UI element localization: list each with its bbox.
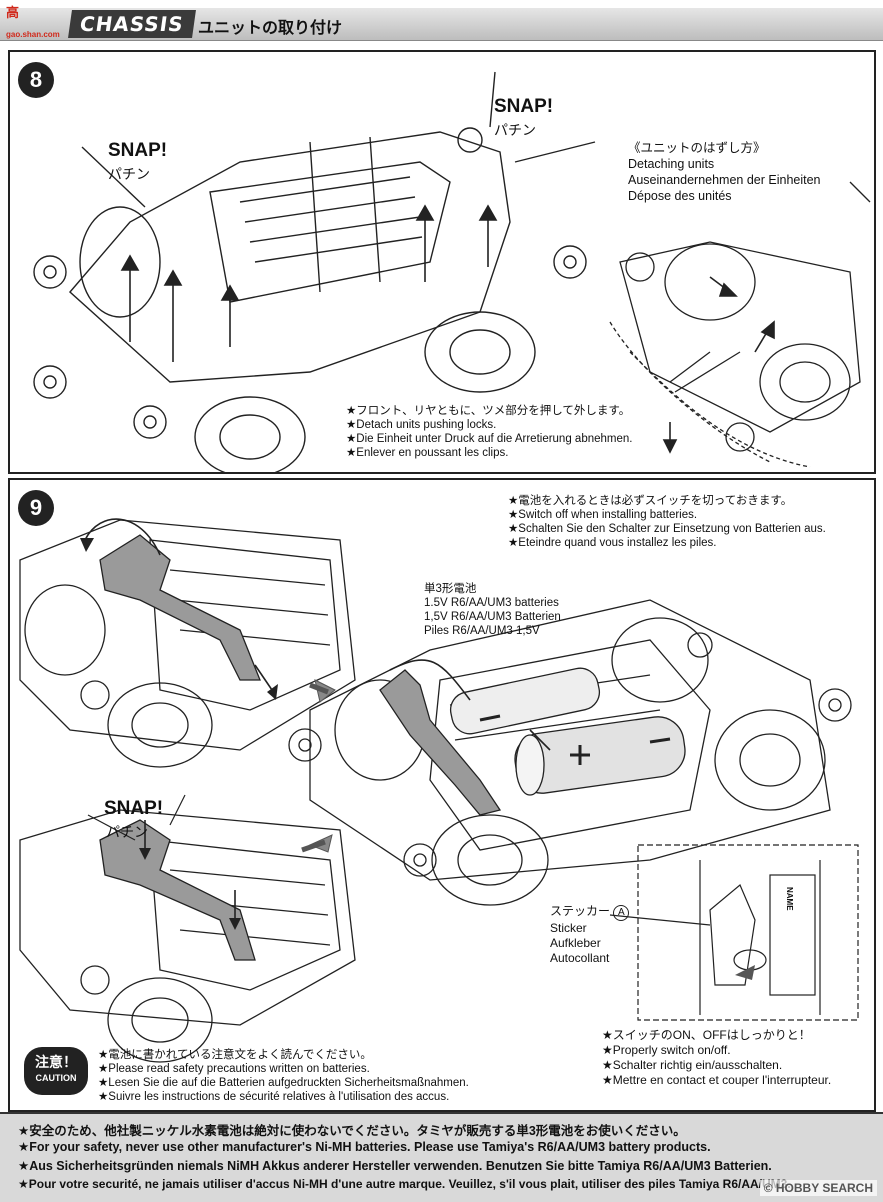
battery-spec: 単3形電池 1.5V R6/AA/UM3 batteries 1,5V R6/A… — [424, 582, 561, 638]
footer-line-fr: ★Pour votre securité, ne jamais utiliser… — [18, 1177, 791, 1191]
switch-off-instructions: ★電池を入れるときは必ずスイッチを切っておきます。 ★Switch off wh… — [508, 494, 826, 550]
sticker-label-de: Aufkleber — [550, 936, 601, 950]
site-logo: 高 — [6, 6, 20, 21]
battery-spec-jp: 単3形電池 — [424, 583, 477, 595]
snap-jp-label-step9: パチン — [106, 824, 148, 840]
switch-note-jp: ★スイッチのON、OFFはしっかりと！ — [602, 1028, 811, 1042]
step-9-battery-illustration — [19, 518, 859, 1063]
caution-badge-jp: 注意！ — [35, 1054, 77, 1070]
caution-line-de: ★Lesen Sie die auf die Batterien aufgedr… — [98, 1077, 469, 1089]
detach-heading-de: Auseinandernehmen der Einheiten — [628, 173, 821, 187]
footer-line-jp: ★安全のため、他社製ニッケル水素電池は絶対に使わないでください。タミヤが販売する… — [18, 1124, 686, 1138]
page-header: 高 gao.shan.com CHASSIS ユニットの取り付け — [0, 0, 883, 48]
detach-note-en: ★Detach units pushing locks. — [346, 419, 497, 431]
detach-heading-jp: 《ユニットのはずし方》 — [628, 141, 766, 155]
caution-line-fr: ★Suivre les instructions de sécurité rel… — [98, 1091, 450, 1103]
snap-label-step9: SNAP! — [104, 798, 164, 819]
switch-off-note-en: ★Switch off when installing batteries. — [508, 509, 698, 521]
sticker-label-fr: Autocollant — [550, 951, 610, 965]
battery-spec-de: 1,5V R6/AA/UM3 Batterien — [424, 611, 561, 623]
switch-note-fr: ★Mettre en contact et couper l'interrupt… — [602, 1073, 832, 1087]
watermark: © HOBBY SEARCH — [759, 1180, 877, 1196]
detach-heading-en: Detaching units — [628, 157, 715, 171]
chassis-title: CHASSIS — [68, 10, 196, 38]
footer-line-en: ★For your safety, never use other manufa… — [18, 1140, 711, 1154]
caution-badge-en: CAUTION — [35, 1073, 77, 1083]
detach-heading-fr: Dépose des unités — [628, 189, 732, 203]
switch-note-de: ★Schalter richtig ein/ausschalten. — [602, 1058, 783, 1072]
switch-off-note-fr: ★Eteindre quand vous installez les piles… — [508, 537, 717, 549]
step-8-chassis-illustration — [33, 71, 871, 472]
site-logo-url: gao.shan.com — [6, 30, 60, 39]
caution-line-jp: ★電池に書かれている注意文をよく読んでください。 — [98, 1049, 372, 1061]
caution-badge: 注意！ CAUTION — [24, 1047, 88, 1095]
switch-off-note-jp: ★電池を入れるときは必ずスイッチを切っておきます。 — [508, 495, 793, 507]
snap-label-left: SNAP! — [108, 140, 168, 161]
step-8-number: 8 — [18, 62, 54, 98]
step-9-panel: 9 — [8, 478, 876, 1112]
switch-note-en: ★Properly switch on/off. — [602, 1043, 731, 1057]
step-8-panel: 8 — [8, 50, 876, 474]
caution-line-en: ★Please read safety precautions written … — [98, 1063, 370, 1075]
sticker-name-field: NAME — [785, 887, 794, 911]
sticker-label: ステッカー A Sticker Aufkleber Autocollant — [550, 904, 630, 966]
switch-off-note-de: ★Schalten Sie den Schalter zur Einsetzun… — [508, 523, 826, 535]
safety-footer: ★安全のため、他社製ニッケル水素電池は絶対に使わないでください。タミヤが販売する… — [0, 1112, 883, 1202]
battery-spec-fr: Piles R6/AA/UM3 1,5V — [424, 625, 540, 637]
footer-line-de: ★Aus Sicherheitsgründen niemals NiMH Akk… — [18, 1159, 772, 1173]
sticker-label-en: Sticker — [550, 921, 587, 935]
detach-heading: 《ユニットのはずし方》 Detaching units Auseinandern… — [628, 140, 821, 204]
snap-label-right: SNAP! — [494, 96, 554, 117]
switch-instructions: ★スイッチのON、OFFはしっかりと！ ★Properly switch on/… — [602, 1028, 831, 1088]
step-9-number: 9 — [18, 490, 54, 526]
sticker-badge: A — [613, 905, 630, 921]
detach-note-fr: ★Enlever en poussant les clips. — [346, 447, 509, 459]
detach-note-de: ★Die Einheit unter Druck auf die Arretie… — [346, 433, 633, 445]
caution-text: ★電池に書かれている注意文をよく読んでください。 ★Please read sa… — [98, 1048, 469, 1104]
snap-jp-label-left: パチン — [108, 166, 150, 182]
battery-spec-en: 1.5V R6/AA/UM3 batteries — [424, 597, 559, 609]
page-subtitle: ユニットの取り付け — [198, 20, 343, 37]
snap-jp-label-right: パチン — [494, 122, 536, 138]
detach-instructions: ★フロント、リヤともに、ツメ部分を押して外します。 ★Detach units … — [346, 404, 632, 460]
sticker-label-jp: ステッカー — [550, 904, 611, 918]
detach-note-jp: ★フロント、リヤともに、ツメ部分を押して外します。 — [346, 405, 631, 417]
